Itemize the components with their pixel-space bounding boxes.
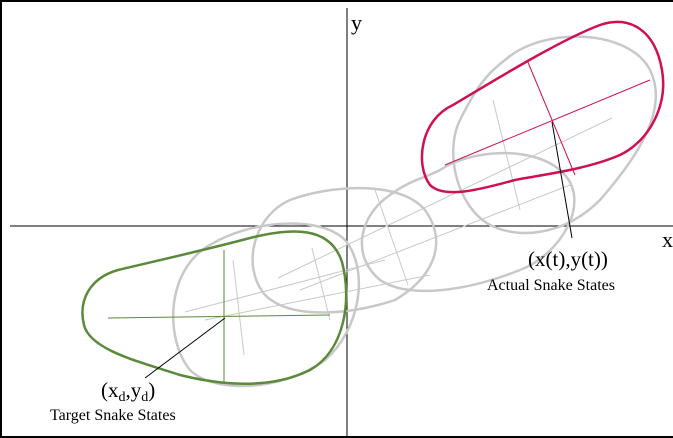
actual-minor-axis bbox=[526, 59, 576, 176]
target-state-contour bbox=[81, 230, 348, 385]
target-leader-line bbox=[144, 317, 226, 379]
target-coord-sub1: d bbox=[119, 390, 126, 405]
target-coord-suffix: ) bbox=[148, 378, 155, 402]
x-axis-label: x bbox=[662, 227, 673, 252]
ghost-state-4 bbox=[452, 35, 657, 235]
ghost-spine-d bbox=[204, 274, 431, 321]
actual-leader-line bbox=[551, 121, 573, 239]
ghost-rib-b bbox=[374, 189, 409, 286]
target-caption: Target Snake States bbox=[50, 407, 176, 424]
y-axis-label: y bbox=[351, 10, 362, 35]
ghost-spine-c bbox=[184, 259, 386, 313]
target-snake-state bbox=[81, 230, 348, 385]
target-coord-sub2: d bbox=[141, 390, 148, 405]
actual-coord-label: (x(t),y(t)) bbox=[528, 247, 608, 271]
target-coord-prefix: (x bbox=[101, 378, 119, 402]
ghost-rib-a bbox=[492, 99, 521, 211]
target-coord-mid: ,y bbox=[126, 378, 142, 402]
actual-caption: Actual Snake States bbox=[487, 277, 615, 294]
ghost-rib-d bbox=[232, 259, 245, 356]
target-major-axis bbox=[107, 314, 331, 319]
ghost-state-1 bbox=[172, 222, 361, 388]
ghost-state-2 bbox=[251, 186, 438, 314]
ghost-rib-c bbox=[311, 247, 331, 321]
actual-snake-state bbox=[420, 20, 665, 194]
target-coord-label: (xd,yd) bbox=[101, 378, 155, 405]
ghost-state-3 bbox=[360, 151, 576, 293]
intermediate-states bbox=[172, 35, 657, 388]
actual-major-axis bbox=[444, 79, 651, 166]
actual-state-contour bbox=[420, 20, 665, 194]
